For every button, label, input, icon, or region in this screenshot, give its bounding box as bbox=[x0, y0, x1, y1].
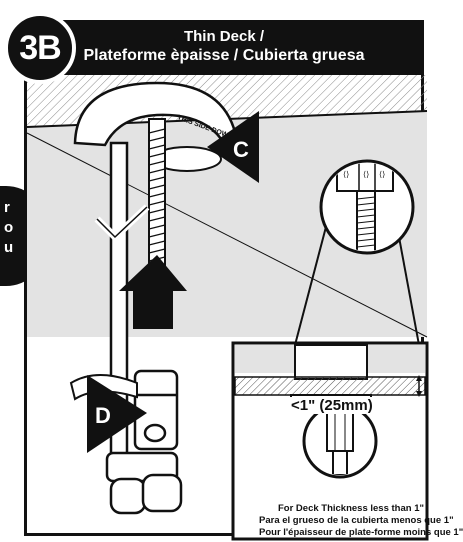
side-tab-letter-3: u bbox=[4, 239, 14, 256]
detail-inset bbox=[231, 341, 429, 541]
step-header-bar: Thin Deck / Plateforme èpaisse / Cubiert… bbox=[27, 23, 421, 75]
svg-text:⟨⟩: ⟨⟩ bbox=[343, 170, 349, 179]
step-title-line-2: Plateforme èpaisse / Cubierta gruesa bbox=[83, 47, 365, 64]
caption-line-en: For Deck Thickness less than 1" bbox=[277, 503, 424, 514]
threaded-rod bbox=[148, 118, 166, 270]
side-tab-letter-1: r bbox=[4, 199, 10, 216]
callout-d-marker bbox=[87, 375, 147, 453]
inset-caption: For Deck Thickness less than 1" Para el … bbox=[259, 503, 463, 539]
zoom-connector-left bbox=[294, 222, 328, 346]
measurement-label: <1" (25mm) bbox=[289, 397, 375, 414]
zoom-connector-right bbox=[398, 236, 420, 346]
step-badge: 3B bbox=[4, 12, 76, 84]
illustration: THIS SIDE DOWN bbox=[26, 75, 429, 541]
deck-diagonal bbox=[26, 132, 428, 338]
coupling-nut bbox=[133, 369, 179, 451]
callout-d-label: D bbox=[95, 403, 111, 428]
callout-c-label: C bbox=[233, 137, 249, 162]
check-mark-outline bbox=[96, 206, 148, 239]
side-tab-letter-2: o bbox=[4, 219, 14, 236]
step-title: Thin Deck / Plateforme èpaisse / Cubiert… bbox=[27, 27, 421, 65]
detail-magnifier-upper: ⟨⟩ ⟨⟩ ⟨⟩ bbox=[319, 159, 415, 255]
caption-line-fr: Pour l'épaisseur de plate-forme moins qu… bbox=[259, 527, 463, 538]
step-number: 3B bbox=[19, 28, 61, 67]
caption-line-es: Para el grueso de la cubierta menos que … bbox=[259, 515, 454, 526]
callout-c-marker bbox=[207, 111, 259, 183]
svg-text:⟨⟩: ⟨⟩ bbox=[379, 170, 385, 179]
step-title-line-1: Thin Deck / bbox=[183, 28, 265, 45]
svg-text:⟨⟩: ⟨⟩ bbox=[363, 170, 369, 179]
up-arrow-icon bbox=[119, 255, 187, 329]
step-panel: THIS SIDE DOWN bbox=[24, 20, 463, 541]
compression-fitting bbox=[105, 451, 183, 515]
